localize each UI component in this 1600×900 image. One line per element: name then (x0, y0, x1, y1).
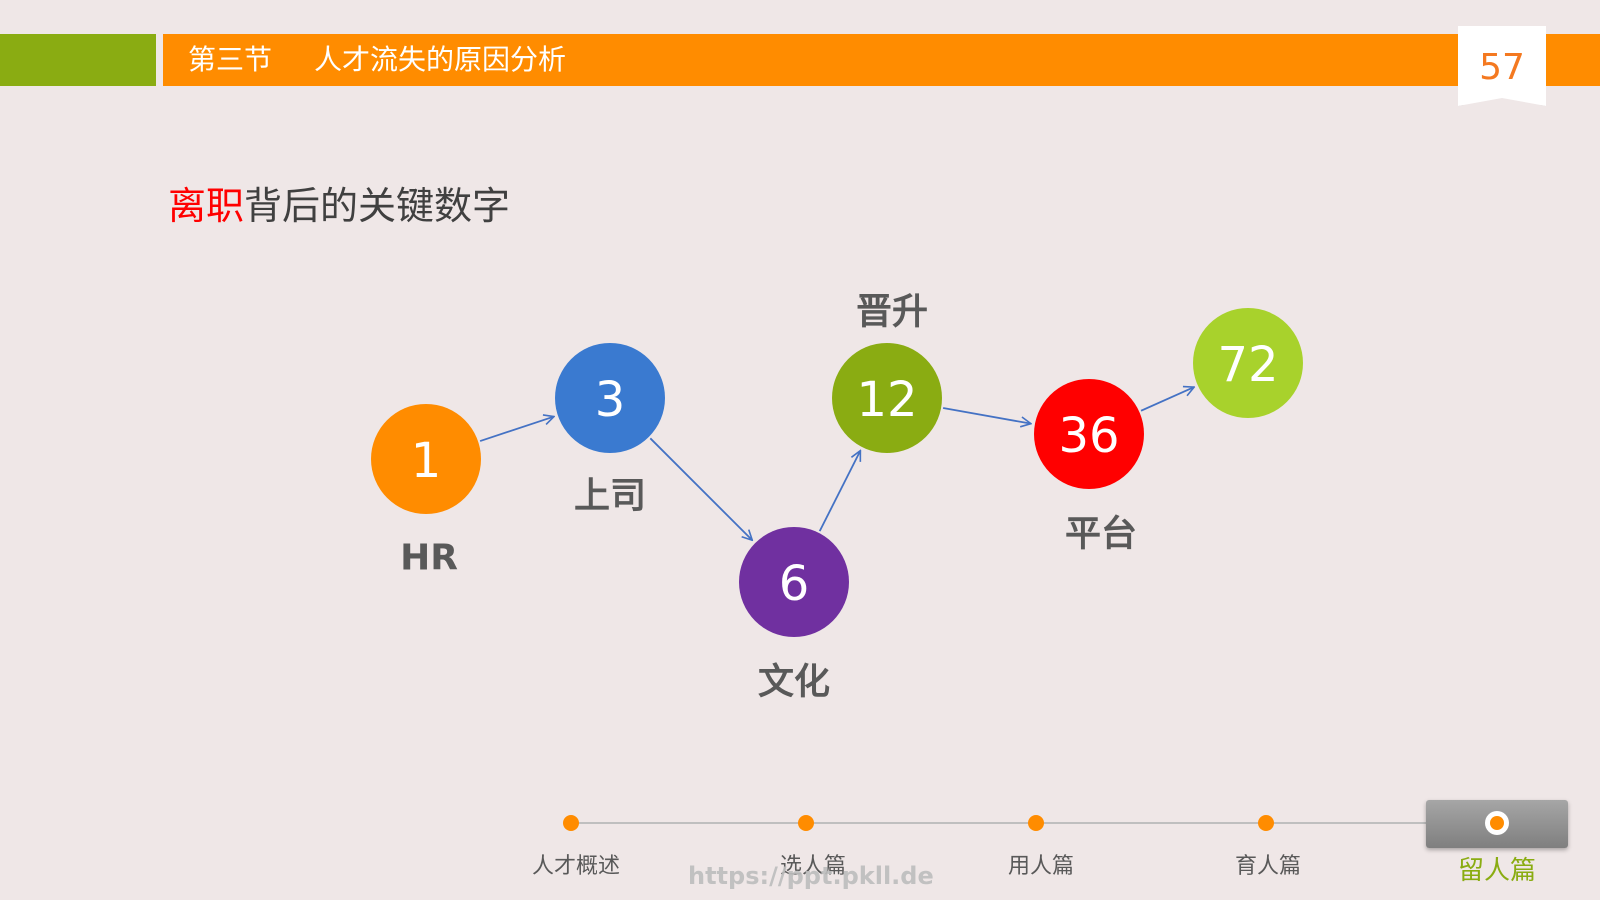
page-number: 57 (1479, 47, 1525, 88)
node-hr: 1HR (371, 404, 481, 579)
watermark: https://ppt.pkll.de (688, 862, 934, 890)
nav-item-overview[interactable]: 人才概述 (531, 854, 621, 879)
node-value: 6 (779, 556, 810, 612)
node-circle (832, 343, 942, 453)
connector-arrow (649, 437, 752, 540)
page-number-tab (1458, 26, 1546, 106)
node-last: 72 (1193, 308, 1303, 418)
connector-arrow (942, 407, 1031, 424)
node-value: 72 (1217, 337, 1278, 393)
node-circle (555, 343, 665, 453)
nav-item-employment[interactable]: 用人篇 (1007, 854, 1075, 879)
node-value: 36 (1058, 408, 1119, 464)
connector-arrow (479, 417, 554, 442)
node-circle (1034, 379, 1144, 489)
node-value: 1 (411, 433, 442, 489)
subtitle-highlight: 离职 (168, 184, 245, 228)
connector-arrow (818, 451, 861, 532)
nav-dot[interactable] (563, 815, 579, 831)
node-boss: 3 上司 (555, 343, 665, 517)
subtitle-rest: 背后的关键数字 (244, 184, 511, 228)
node-label: 上司 (574, 476, 646, 517)
nav-dot[interactable] (798, 815, 814, 831)
page-title: 人才流失的原因分析 (314, 43, 567, 76)
nav-item-development[interactable]: 育人篇 (1234, 854, 1302, 879)
nav-dot[interactable] (1258, 815, 1274, 831)
nav-item-selection[interactable]: 选人篇 (779, 854, 847, 879)
node-label: 文化 (758, 662, 830, 703)
node-platform: 36 平台 (1034, 379, 1144, 555)
nav-dot[interactable] (1028, 815, 1044, 831)
nav-item-retention[interactable]: 留人篇 (1457, 856, 1537, 886)
node-culture: 6 文化 (739, 527, 849, 703)
header-green-block (0, 34, 156, 86)
slide-subtitle: 离职背后的关键数字 (168, 178, 510, 234)
node-label: HR (400, 538, 458, 579)
header-bar (163, 34, 1600, 86)
node-circle (371, 404, 481, 514)
node-value: 12 (856, 372, 917, 428)
connector-arrow (1140, 387, 1194, 412)
nav-active-dot[interactable] (1490, 816, 1504, 830)
node-label: 平台 (1065, 514, 1137, 555)
node-circle (739, 527, 849, 637)
node-promotion: 12 晋升 (832, 292, 942, 453)
node-value: 3 (595, 372, 626, 428)
node-circle (1193, 308, 1303, 418)
node-label: 晋升 (856, 292, 928, 333)
section-label: 第三节 (188, 43, 273, 76)
